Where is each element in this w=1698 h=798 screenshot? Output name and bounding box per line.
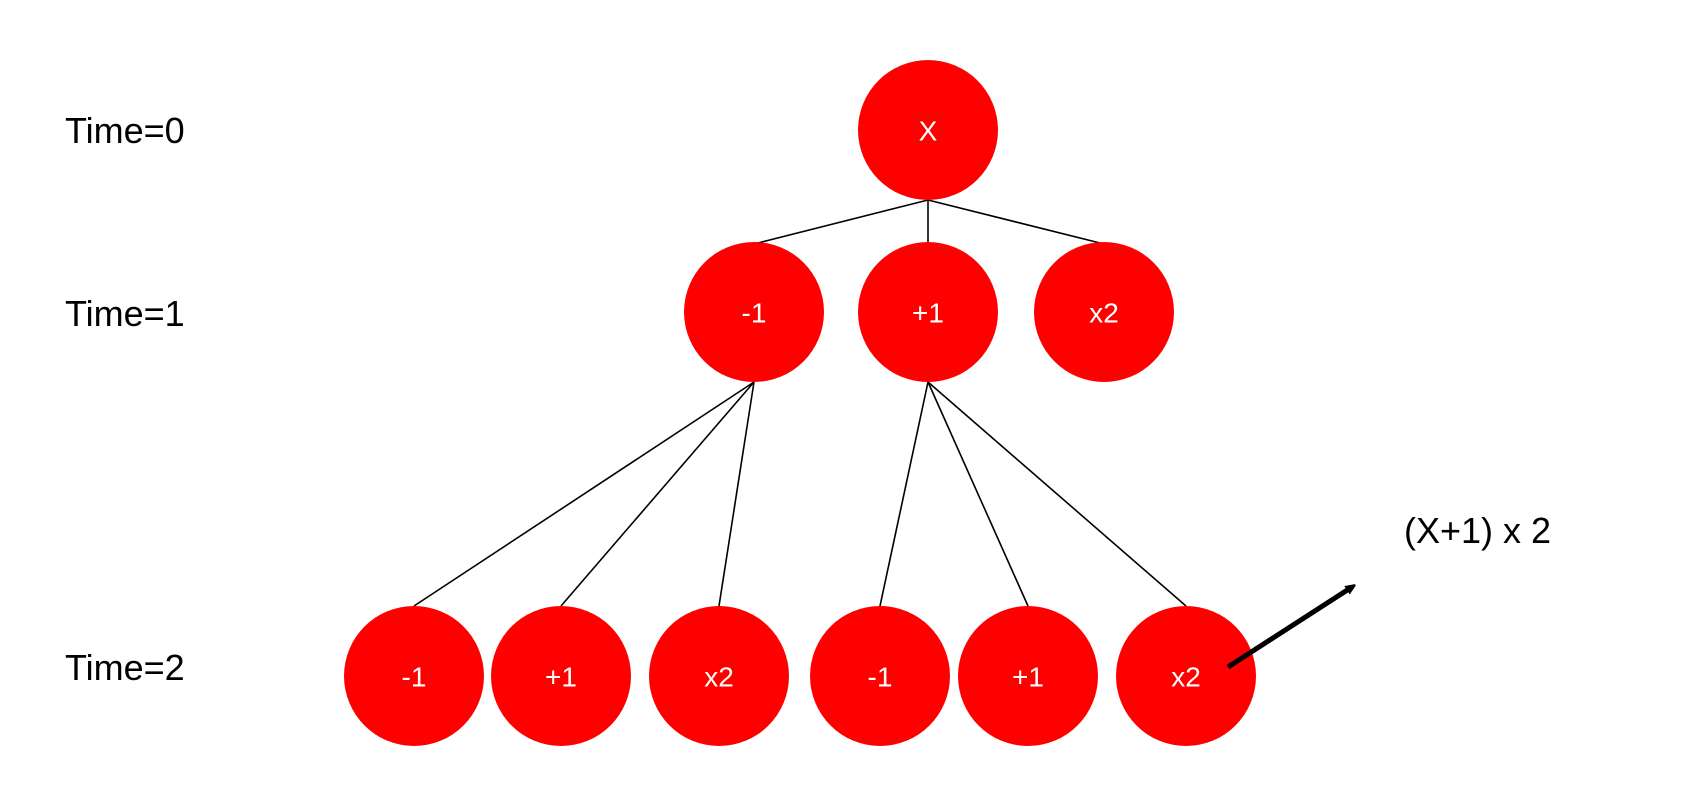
node-level2-a-times2-circle [649,606,789,746]
edge-root-to-minus1 [753,199,929,245]
edge-plus1-to-times2 [927,381,1187,607]
node-root: X [858,60,998,200]
node-level2-a-plus1-circle [491,606,631,746]
edge-plus1-to-minus1 [879,381,929,607]
node-level2-a-times2-label: x2 [704,662,734,693]
edge-minus1-to-minus1 [413,381,755,607]
node-root-circle [858,60,998,200]
node-level2-a-times2: x2 [649,606,789,746]
node-level1-plus1-circle [858,242,998,382]
node-level1-minus1: -1 [684,242,824,382]
node-level2-b-plus1: +1 [958,606,1098,746]
time-label-1: Time=1 [65,293,185,334]
node-level1-minus1-circle [684,242,824,382]
node-level1-times2-label: x2 [1089,298,1119,329]
edge-minus1-to-times2 [718,381,755,607]
node-level2-b-plus1-label: +1 [1012,662,1044,693]
edge-root-to-times2 [927,199,1105,245]
node-level1-plus1: +1 [858,242,998,382]
node-level2-a-minus1-label: -1 [402,662,427,693]
annotation-arrow [1226,587,1352,670]
node-level2-b-minus1: -1 [810,606,950,746]
node-level2-a-plus1: +1 [491,606,631,746]
node-level2-b-times2-circle [1116,606,1256,746]
node-level1-plus1-label: +1 [912,298,944,329]
node-level2-b-times2: x2 [1116,606,1256,746]
node-level1-minus1-label: -1 [742,298,767,329]
node-level2-a-minus1: -1 [344,606,484,746]
node-level2-b-minus1-label: -1 [868,662,893,693]
edge-plus1-to-plus1 [927,381,1029,607]
edge-minus1-to-plus1 [560,381,755,607]
node-level2-a-plus1-label: +1 [545,662,577,693]
time-label-0: Time=0 [65,110,185,151]
node-level1-times2: x2 [1034,242,1174,382]
node-level2-b-plus1-circle [958,606,1098,746]
annotation-text: (X+1) x 2 [1404,510,1551,551]
edges-root-to-level1 [753,199,1105,245]
edges-level1-to-level2 [413,381,1187,607]
node-level1-times2-circle [1034,242,1174,382]
node-level2-a-minus1-circle [344,606,484,746]
node-level2-b-minus1-circle [810,606,950,746]
time-label-2: Time=2 [65,647,185,688]
node-root-label: X [919,116,938,147]
node-level2-b-times2-label: x2 [1171,662,1201,693]
